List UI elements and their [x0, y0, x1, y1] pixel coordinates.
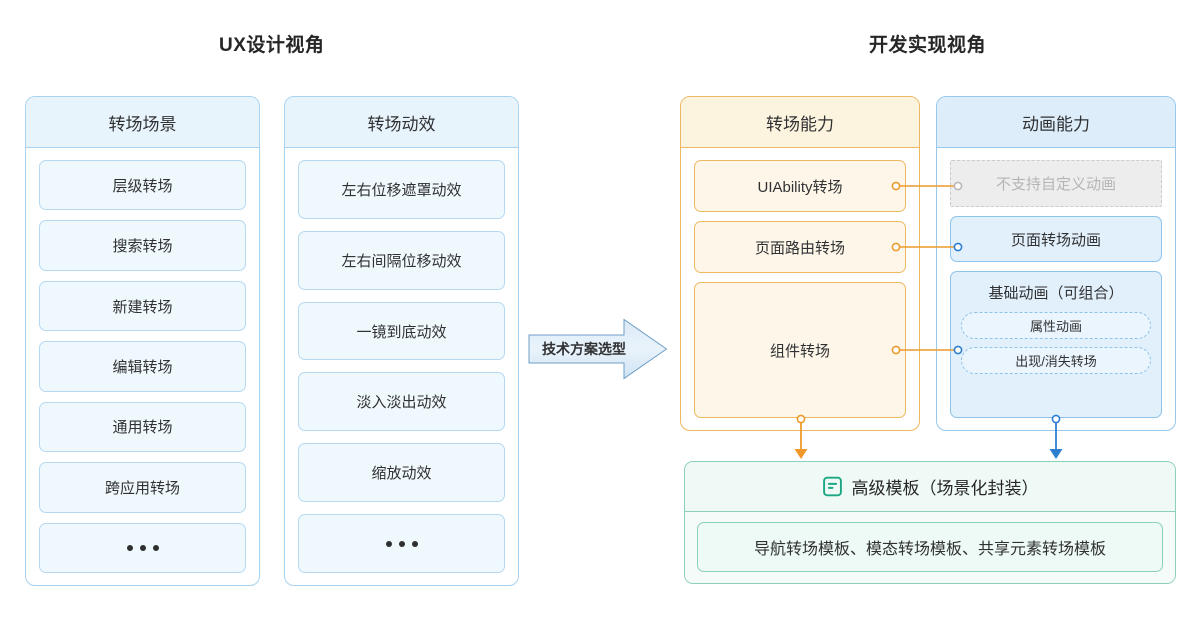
list-item-uiability-transition[interactable]: UIAbility转场 [694, 160, 906, 212]
arrow-shape-icon [528, 318, 668, 380]
panel-header-animation-capability: 动画能力 [937, 97, 1175, 148]
panel-advanced-template: 高级模板（场景化封装） 导航转场模板、模态转场模板、共享元素转场模板 [684, 461, 1176, 584]
list-item-page-route-transition[interactable]: 页面路由转场 [694, 221, 906, 273]
panel-header-transition-scenes: 转场场景 [26, 97, 259, 148]
panel-transition-effects: 转场动效 左右位移遮罩动效 左右间隔位移动效 一镜到底动效 淡入淡出动效 缩放动… [284, 96, 519, 586]
panel-body-transition-capability: UIAbility转场 页面路由转场 组件转场 [681, 148, 919, 431]
list-item[interactable]: 一镜到底动效 [298, 301, 505, 361]
panel-header-advanced-template: 高级模板（场景化封装） [685, 462, 1175, 512]
list-item[interactable]: 编辑转场 [39, 341, 246, 392]
section-title-ux: UX设计视角 [219, 35, 325, 56]
panel-animation-capability: 动画能力 不支持自定义动画 页面转场动画 基础动画（可组合） 属性动画 出现/消… [936, 96, 1176, 431]
group-basic-animation: 基础动画（可组合） 属性动画 出现/消失转场 [950, 271, 1162, 418]
panel-body-animation-capability: 不支持自定义动画 页面转场动画 基础动画（可组合） 属性动画 出现/消失转场 [937, 148, 1175, 431]
panel-header-advanced-template-text: 高级模板（场景化封装） [851, 479, 1039, 498]
ellipsis-icon [126, 544, 159, 551]
pill-property-animation[interactable]: 属性动画 [961, 312, 1151, 339]
panel-header-transition-effects: 转场动效 [285, 97, 518, 148]
list-item[interactable]: 搜索转场 [39, 220, 246, 271]
list-item-more[interactable] [298, 514, 505, 573]
list-item-unsupported-custom-animation: 不支持自定义动画 [950, 160, 1162, 207]
panel-header-transition-capability: 转场能力 [681, 97, 919, 148]
list-item[interactable]: 层级转场 [39, 160, 246, 211]
list-item[interactable]: 新建转场 [39, 280, 246, 332]
panel-body-advanced-template: 导航转场模板、模态转场模板、共享元素转场模板 [685, 512, 1175, 583]
arrowhead-orange-icon [794, 449, 808, 459]
ellipsis-icon [385, 540, 418, 547]
list-item[interactable]: 缩放动效 [298, 443, 505, 503]
panel-transition-scenes: 转场场景 层级转场 搜索转场 新建转场 编辑转场 通用转场 跨应用转场 [25, 96, 260, 586]
list-item[interactable]: 通用转场 [39, 401, 246, 453]
list-item[interactable]: 左右间隔位移动效 [298, 230, 505, 290]
list-item-component-transition[interactable]: 组件转场 [694, 282, 906, 418]
panel-transition-capability: 转场能力 UIAbility转场 页面路由转场 组件转场 [680, 96, 920, 431]
document-template-icon [822, 476, 842, 497]
list-item-more[interactable] [39, 522, 246, 573]
list-item-page-transition-animation[interactable]: 页面转场动画 [950, 216, 1162, 262]
panel-body-transition-scenes: 层级转场 搜索转场 新建转场 编辑转场 通用转场 跨应用转场 [26, 148, 259, 586]
panel-body-transition-effects: 左右位移遮罩动效 左右间隔位移动效 一镜到底动效 淡入淡出动效 缩放动效 [285, 148, 518, 586]
list-item[interactable]: 跨应用转场 [39, 462, 246, 513]
pill-appear-disappear-transition[interactable]: 出现/消失转场 [961, 347, 1151, 374]
group-basic-animation-title: 基础动画（可组合） [988, 285, 1124, 302]
list-item-template-list[interactable]: 导航转场模板、模态转场模板、共享元素转场模板 [697, 522, 1163, 572]
section-title-dev: 开发实现视角 [869, 35, 987, 56]
transition-arrow: 技术方案选型 [528, 318, 668, 380]
arrow-label: 技术方案选型 [542, 341, 626, 357]
arrowhead-blue-icon [1049, 449, 1063, 459]
list-item[interactable]: 淡入淡出动效 [298, 372, 505, 432]
list-item[interactable]: 左右位移遮罩动效 [298, 160, 505, 219]
